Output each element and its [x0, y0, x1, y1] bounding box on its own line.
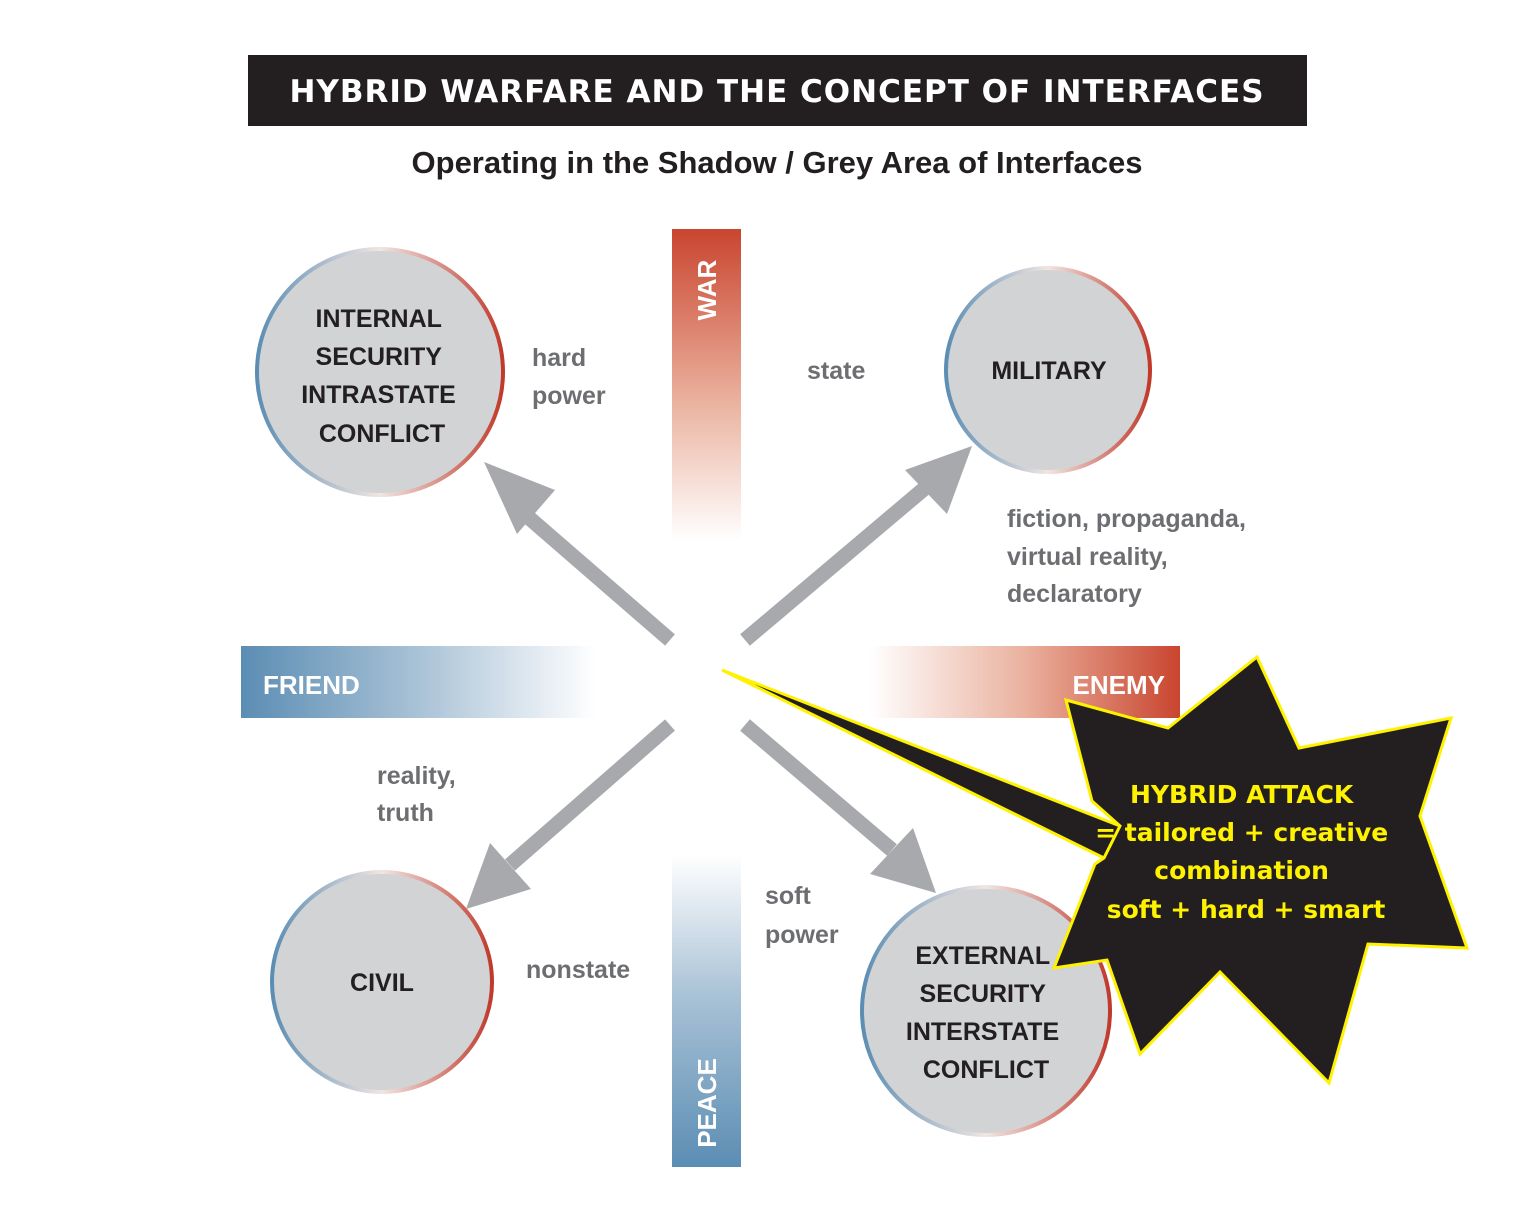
label-nonstate: nonstate: [526, 956, 630, 984]
friend-axis-bar: [241, 646, 596, 718]
hatch-ray-soft-power: [738, 728, 820, 892]
circle-external-line-3: INTERSTATE: [906, 1018, 1059, 1046]
svg-text:INTERNAL SECURITY: INTERNAL SECURITY INTRASTATE CONFLICT: [301, 305, 463, 448]
hybrid-attack-line-2: combination: [1154, 856, 1329, 885]
svg-text:reality, truth: reality, truth: [377, 762, 463, 827]
circle-internal-line-2: SECURITY: [316, 343, 443, 371]
circle-external-line-2: SECURITY: [920, 980, 1047, 1008]
arrow-to-external-security: [740, 719, 936, 893]
svg-text:HYBRID ATTACK = tailored: HYBRID ATTACK = tailored + creative comb…: [1095, 780, 1397, 924]
label-hard-power-1: hard: [532, 344, 586, 372]
hybrid-attack-line-1: = tailored + creative: [1095, 818, 1388, 847]
arrow-to-internal-security: [484, 462, 675, 646]
circle-civil: CIVIL: [270, 870, 494, 1094]
label-soft-power-1: soft: [765, 882, 812, 910]
circle-military-label: MILITARY: [991, 357, 1107, 385]
hybrid-attack-starburst: [1051, 654, 1470, 1086]
circle-military: MILITARY: [944, 266, 1152, 474]
circle-external-line-4: CONFLICT: [923, 1056, 1049, 1084]
enemy-axis-label: ENEMY: [1073, 670, 1165, 700]
enemy-axis-bar: [870, 646, 1180, 718]
page-title: HYBRID WARFARE AND THE CONCEPT OF INTERF…: [289, 74, 1264, 110]
label-reality-2: truth: [377, 799, 434, 827]
label-fiction-3: declaratory: [1007, 580, 1142, 608]
label-hard-power-2: power: [532, 382, 606, 410]
label-fiction-1: fiction, propaganda,: [1007, 505, 1246, 533]
peace-axis-bar: [672, 855, 741, 1167]
circle-internal-line-4: CONFLICT: [319, 420, 445, 448]
circle-internal-line-1: INTERNAL: [316, 305, 442, 333]
war-axis-label: WAR: [692, 259, 722, 320]
label-fiction-2: virtual reality,: [1007, 543, 1168, 571]
svg-text:hard power: hard power: [532, 344, 606, 410]
circle-internal-line-3: INTRASTATE: [301, 381, 456, 409]
hatch-ray-fiction: [778, 526, 1007, 649]
circle-internal-security: INTERNAL SECURITY INTRASTATE CONFLICT: [255, 247, 505, 497]
circle-external-security: EXTERNAL SECURITY INTERSTATE CONFLICT: [860, 885, 1112, 1137]
title-bar: [248, 55, 1307, 126]
circle-civil-label: CIVIL: [350, 969, 414, 997]
hybrid-attack-line-3: soft + hard + smart: [1107, 895, 1386, 924]
label-state: state: [807, 357, 865, 385]
arrow-to-military: [740, 446, 972, 646]
label-reality-1: reality,: [377, 762, 456, 790]
svg-text:fiction, propaganda, virtu: fiction, propaganda, virtual reality, de…: [1007, 505, 1253, 608]
circle-external-line-1: EXTERNAL: [915, 942, 1049, 970]
page-subtitle: Operating in the Shadow / Grey Area of I…: [412, 145, 1143, 180]
hybrid-attack-heading: HYBRID ATTACK: [1130, 780, 1355, 809]
war-axis-bar: [672, 229, 741, 541]
svg-text:EXTERNAL SECURITY: EXTERNAL SECURITY INTERSTATE CONFLICT: [906, 942, 1066, 1084]
hatch-ray-reality: [471, 713, 670, 831]
hybrid-attack-burst: HYBRID ATTACK = tailored + creative comb…: [721, 654, 1470, 1086]
label-soft-power-2: power: [765, 921, 839, 949]
arrow-to-civil: [466, 719, 675, 909]
svg-text:soft power: soft power: [765, 882, 839, 949]
peace-axis-label: PEACE: [692, 1058, 722, 1148]
friend-axis-label: FRIEND: [263, 670, 360, 700]
hatch-ray-hard-power: [541, 424, 671, 628]
